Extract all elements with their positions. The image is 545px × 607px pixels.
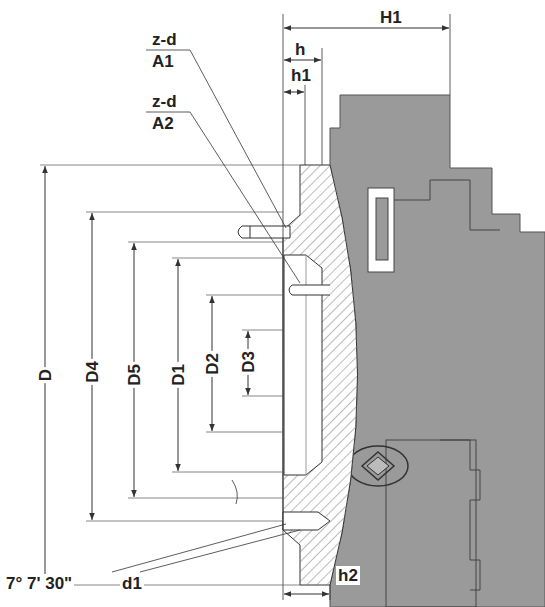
dimension-label: D2 [203,351,222,377]
dimension-label: D1 [169,362,188,388]
dimension-label: h1 [289,66,313,85]
dimension-label: H1 [378,8,404,27]
dimension-label: D [36,367,55,383]
angle-label: 7° 7' 30" [4,574,74,593]
dimension-label: D4 [83,359,102,385]
thread-label: A1 [150,52,176,71]
dimension-label: h2 [336,566,360,585]
dimension-label: D3 [239,349,258,375]
dimension-label: h [293,40,307,59]
thread-label: z-d [150,92,179,111]
dimension-label: D5 [125,362,144,388]
dimension-label: d1 [120,574,144,593]
thread-label: A2 [150,114,176,133]
thread-label: z-d [150,30,179,49]
